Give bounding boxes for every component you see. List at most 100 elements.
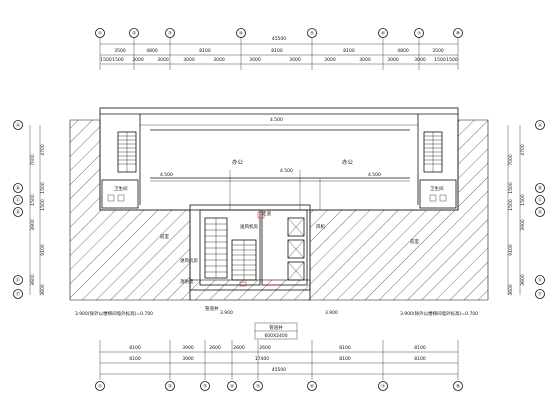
bottom-dim-1-3: 2600 xyxy=(209,345,221,351)
top-axis-7: ⑦ xyxy=(417,31,421,37)
right-axis-bubbles: Ⓐ Ⓑ Ⓒ Ⓓ Ⓔ Ⓕ xyxy=(535,120,545,299)
top-dim-2-9: 3000 xyxy=(324,57,336,63)
left-dim-9: 3600 xyxy=(40,284,46,296)
bottom-axis-8: ⑧ xyxy=(456,384,460,390)
top-dim-2-12: 3000 xyxy=(414,57,426,63)
toilet-left: 卫生间 xyxy=(101,179,139,209)
top-dim-1-2: 4800 xyxy=(146,48,158,54)
right-dim-6: 3900 xyxy=(520,219,526,231)
bottom-dim-1-6: 8100 xyxy=(339,345,351,351)
left-dim-8: 3600 xyxy=(30,274,36,286)
top-dim-1-4: 8100 xyxy=(271,48,283,54)
left-axis-d: Ⓓ xyxy=(16,209,21,216)
top-dim-2-8: 3000 xyxy=(289,57,301,63)
office-left-label: 办公 xyxy=(232,158,244,166)
top-axis-8: ⑧ xyxy=(456,31,460,37)
left-dim-5: 1500 xyxy=(40,199,46,211)
bottom-dim-2-2: 3900 xyxy=(182,356,194,362)
top-dim-2-6: 3000 xyxy=(213,57,225,63)
table-value: 600X2400 xyxy=(264,333,287,339)
left-axis-e: Ⓔ xyxy=(16,277,21,284)
top-dim-2-11: 3000 xyxy=(387,57,399,63)
bottom-dim-1-7: 8100 xyxy=(414,345,426,351)
top-dim-2-2: 1500 xyxy=(112,57,124,63)
elevation-middle: 4.500 xyxy=(280,168,293,174)
toilet-right: 卫生间 xyxy=(419,179,457,209)
top-axis-5: ⑤ xyxy=(310,31,314,37)
bottom-elev-left: 3.900 xyxy=(220,310,233,316)
bottom-elev-right: 3.900 xyxy=(325,310,338,316)
right-dim-3: 1500 xyxy=(508,182,514,194)
top-dim-1-7: 3500 xyxy=(432,48,444,54)
right-axis-f: Ⓕ xyxy=(538,291,543,298)
top-dim-1-5: 8100 xyxy=(343,48,355,54)
shaft-label: 管道井 xyxy=(205,305,219,312)
core-block xyxy=(199,209,308,286)
pipe-shaft-table: 管道井 600X2400 xyxy=(254,322,298,340)
red-markers xyxy=(239,211,280,287)
machine-room-label: 风机 xyxy=(316,223,325,230)
bottom-dimension-block: 8100 3900 2600 2600 2600 8100 8100 8100 … xyxy=(100,345,458,375)
top-dimension-block: 45500 3500 4800 8100 8100 8100 4800 3500… xyxy=(100,36,458,65)
bottom-axis-4: ④ xyxy=(230,384,234,390)
top-dim-2-14: 1500 xyxy=(446,57,458,63)
top-axis-4: ④ xyxy=(239,31,243,37)
top-dim-2-4: 3000 xyxy=(157,57,169,63)
right-axis-a: Ⓐ xyxy=(538,122,543,129)
right-dim-2: 4700 xyxy=(520,144,526,156)
lobby-left-label: 前室 xyxy=(160,233,169,240)
top-dim-row2: 1500 1500 3000 3000 3000 3000 3000 3000 … xyxy=(100,57,458,63)
bottom-note-left: 3.900(除外以楼梯间墙外标高)=0.700 xyxy=(75,310,153,317)
top-dim-2-7: 3000 xyxy=(249,57,261,63)
bottom-dim-2-3: 17400 xyxy=(255,356,269,362)
left-dim-7: 9100 xyxy=(40,244,46,256)
top-axis-2: ② xyxy=(132,31,136,37)
right-axis-e: Ⓔ xyxy=(538,277,543,284)
top-dim-1-6: 4800 xyxy=(397,48,409,54)
right-dim-4: 1500 xyxy=(520,194,526,206)
right-axis-b: Ⓑ xyxy=(538,185,543,192)
bottom-dim-2-4: 8100 xyxy=(339,356,351,362)
toilet-right-label: 卫生间 xyxy=(430,185,444,192)
corridor-label: 走道 xyxy=(262,210,271,217)
bottom-dim-2-1: 8100 xyxy=(129,356,141,362)
core-stair xyxy=(231,239,257,281)
ventilation-room-label: 进风机房 xyxy=(180,257,198,264)
right-dim-1: 7000 xyxy=(508,154,514,166)
top-axis-3: ③ xyxy=(168,31,172,37)
core-stair-2 xyxy=(204,217,228,279)
left-dim-2: 4700 xyxy=(40,144,46,156)
table-title: 管道井 xyxy=(269,324,283,331)
bottom-total-dim: 45500 xyxy=(272,367,286,373)
smoke-room-label: 送风机房 xyxy=(240,223,258,230)
right-dimension-block: 7000 4700 1500 1500 1500 3900 9100 3600 … xyxy=(507,125,526,296)
bottom-dim-2-5: 8100 xyxy=(414,356,426,362)
left-axis-f: Ⓕ xyxy=(16,291,21,298)
bottom-axis-6: ⑥ xyxy=(310,384,314,390)
bottom-axis-2: ② xyxy=(168,384,172,390)
left-dim-6: 3900 xyxy=(30,219,36,231)
left-axis-c: Ⓒ xyxy=(16,197,21,204)
bottom-axis-3: ③ xyxy=(203,384,207,390)
left-axis-a: Ⓐ xyxy=(16,122,21,129)
lobby-right-label: 前室 xyxy=(410,238,419,245)
top-axis-1: ① xyxy=(98,31,102,37)
top-dim-2-3: 3000 xyxy=(132,57,144,63)
elevator-shafts xyxy=(287,217,305,281)
top-dim-2-10: 3000 xyxy=(359,57,371,63)
pump-room-label: 消防泵 xyxy=(180,278,194,285)
top-dim-1-3: 8100 xyxy=(199,48,211,54)
bottom-axis-bubbles: ① ② ③ ④ ⑤ ⑥ ⑦ ⑧ xyxy=(95,340,463,391)
top-dim-2-5: 3000 xyxy=(183,57,195,63)
elevation-right: 4.500 xyxy=(368,172,381,178)
right-axis-c: Ⓒ xyxy=(538,197,543,204)
top-axis-bubbles: ① ② ③ ④ ⑤ ⑥ ⑦ ⑧ xyxy=(95,28,463,70)
stair-right xyxy=(423,131,443,173)
left-axis-b: Ⓑ xyxy=(16,185,21,192)
stair-left xyxy=(117,131,137,173)
right-dim-5: 1500 xyxy=(508,199,514,211)
toilet-left-label: 卫生间 xyxy=(114,185,128,192)
left-dim-1: 7000 xyxy=(30,154,36,166)
bottom-axis-5: ⑤ xyxy=(256,384,260,390)
